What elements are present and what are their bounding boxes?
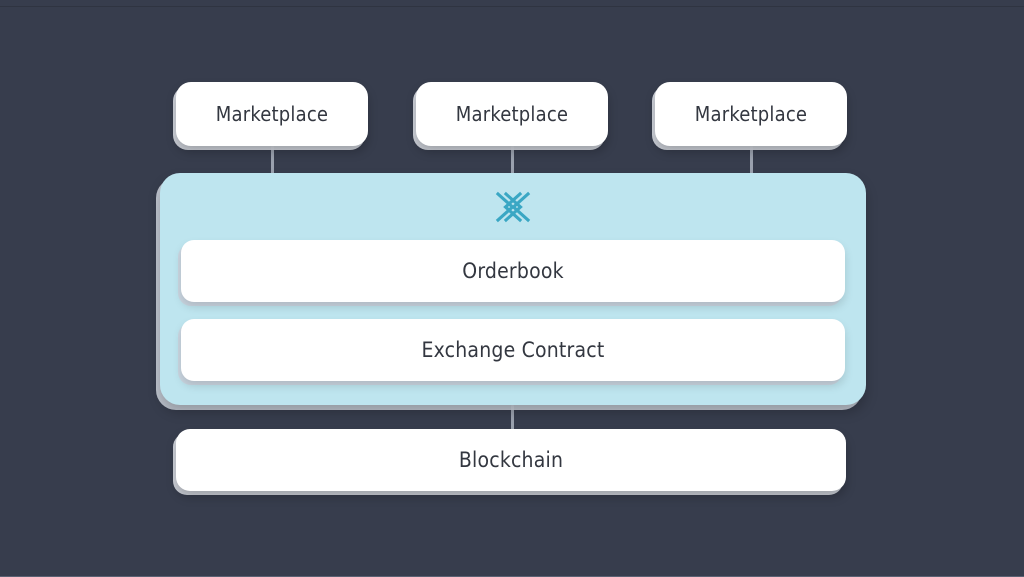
marketplace-node-1[interactable]: Marketplace (176, 82, 368, 146)
connector-marketplace-2 (511, 146, 514, 174)
marketplace-node-2[interactable]: Marketplace (416, 82, 608, 146)
x-chevron-logo (495, 191, 531, 223)
exchange-contract-label: Exchange Contract (421, 337, 605, 362)
marketplace-label: Marketplace (694, 102, 808, 126)
blockchain-node[interactable]: Blockchain (176, 429, 846, 491)
exchange-panel: Orderbook Exchange Contract (160, 173, 866, 405)
blockchain-label: Blockchain (458, 447, 564, 472)
marketplace-label: Marketplace (455, 102, 569, 126)
connector-panel-to-blockchain (511, 405, 514, 430)
connector-marketplace-3 (750, 146, 753, 174)
x-chevron-logo-wrapper (160, 191, 866, 223)
connector-marketplace-1 (271, 146, 274, 174)
marketplace-node-3[interactable]: Marketplace (655, 82, 847, 146)
orderbook-label: Orderbook (462, 258, 564, 283)
top-edge-line (0, 6, 1024, 7)
marketplace-label: Marketplace (215, 102, 329, 126)
exchange-contract-node[interactable]: Exchange Contract (181, 319, 845, 381)
orderbook-node[interactable]: Orderbook (181, 240, 845, 302)
